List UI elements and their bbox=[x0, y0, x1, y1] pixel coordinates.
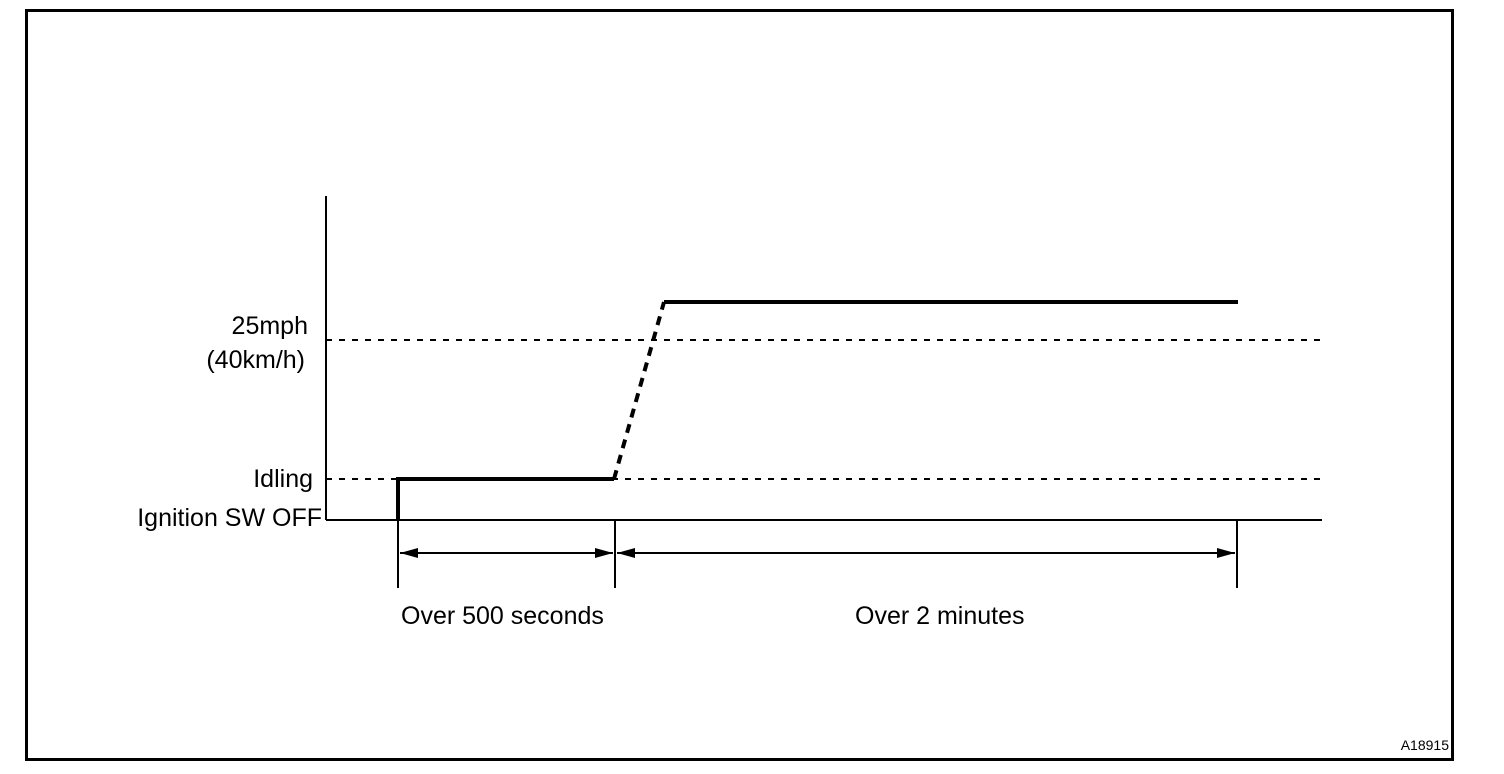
arrowhead-second-left bbox=[617, 548, 635, 558]
figure-code: A18915 bbox=[1400, 737, 1449, 753]
duration-label-first: Over 500 seconds bbox=[401, 602, 604, 630]
trace-idling-segment bbox=[396, 477, 614, 520]
arrowhead-second-right bbox=[1217, 548, 1235, 558]
idling-label: Idling bbox=[253, 465, 313, 493]
arrowhead-first-right bbox=[595, 548, 613, 558]
duration-label-second: Over 2 minutes bbox=[855, 602, 1025, 630]
speed-label-kmh: (40km/h) bbox=[206, 346, 305, 374]
ignition-off-label: Ignition SW OFF bbox=[137, 504, 322, 532]
arrowhead-first-left bbox=[400, 548, 418, 558]
trace-acceleration-segment bbox=[612, 301, 666, 480]
speed-label-mph: 25mph bbox=[231, 312, 308, 340]
figure-frame bbox=[25, 9, 1454, 761]
